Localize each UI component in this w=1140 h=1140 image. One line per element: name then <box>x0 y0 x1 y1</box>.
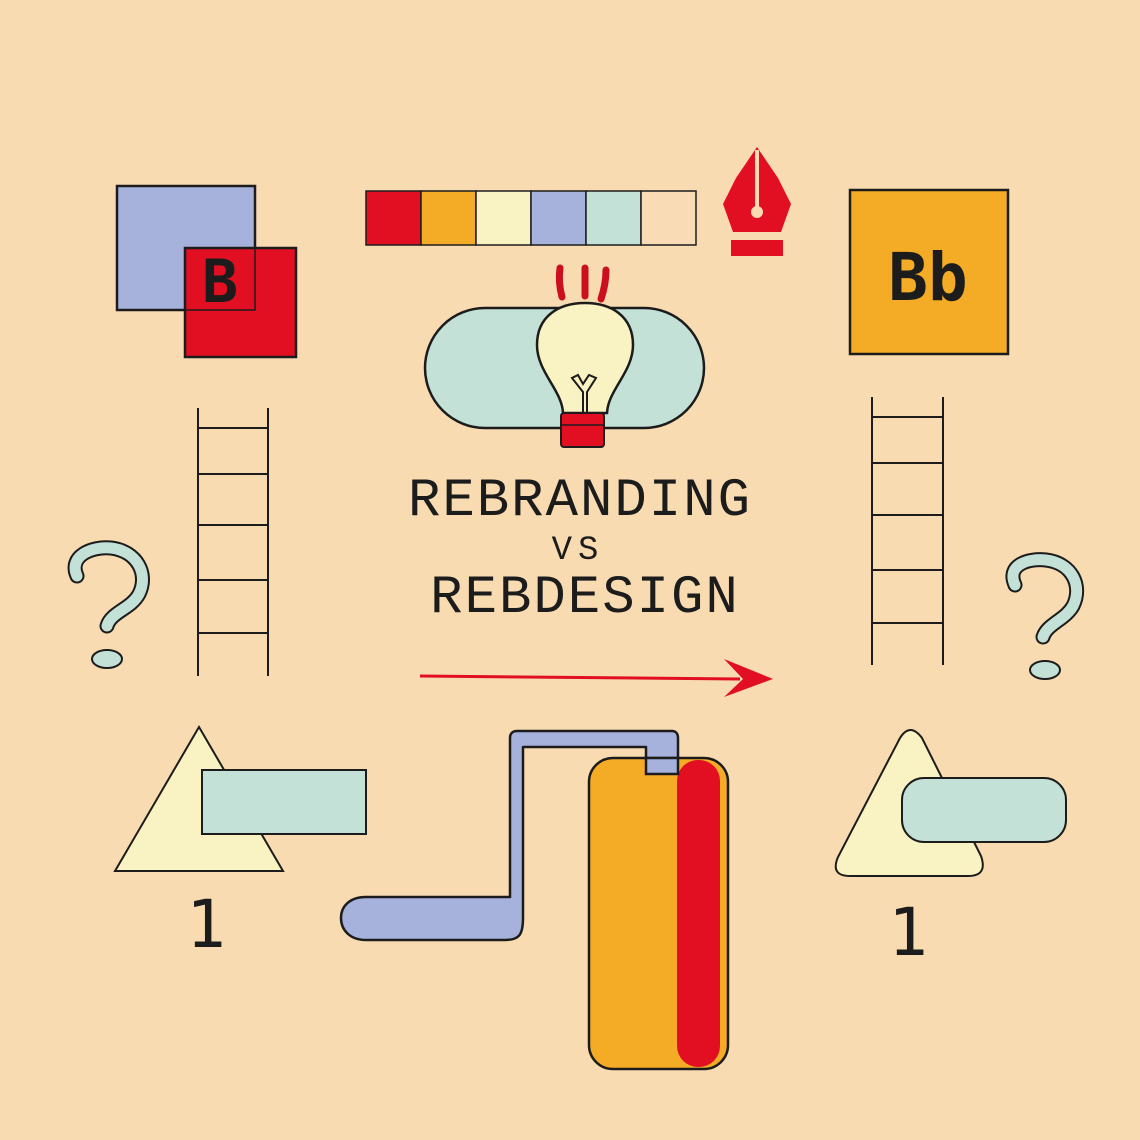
question-mark-icon <box>1005 552 1085 680</box>
idea-capsule <box>423 264 706 448</box>
new-shapes: 1 <box>834 729 1067 971</box>
arrow-right-icon <box>419 659 773 697</box>
old-logo-overlap-outline <box>184 247 256 311</box>
roller-stripe <box>677 760 720 1067</box>
new-logo-letters: Bb <box>888 239 967 316</box>
old-shapes: 1 <box>113 725 367 963</box>
old-logo-letter: B <box>202 247 238 317</box>
headline-line-3: REBDESIGN <box>430 568 740 629</box>
palette-swatch <box>585 190 642 246</box>
palette-swatch <box>530 190 587 246</box>
new-rounded-rectangle <box>901 777 1067 843</box>
new-logo-square <box>848 188 1010 356</box>
ladder-icon <box>871 397 944 665</box>
old-logo: B <box>115 184 298 359</box>
paint-roller-icon <box>339 729 730 1071</box>
new-logo: Bb <box>848 188 1010 356</box>
palette-swatch <box>365 190 422 246</box>
color-palette-strip <box>365 190 697 246</box>
old-logo-red-square <box>183 246 298 359</box>
headline-line-2: VS <box>552 532 605 570</box>
question-mark-icon <box>67 540 150 669</box>
light-bulb-icon <box>535 264 635 448</box>
old-shapes-number: 1 <box>186 886 226 963</box>
ladder-icon <box>197 408 269 676</box>
headline-line-1: REBRANDING <box>408 471 752 532</box>
palette-swatch <box>420 190 477 246</box>
pen-nib-icon <box>723 147 791 256</box>
old-rectangle <box>201 769 367 835</box>
palette-swatch <box>475 190 532 246</box>
new-shapes-number: 1 <box>888 894 928 971</box>
headline: REBRANDING VS REBDESIGN <box>408 471 752 629</box>
palette-swatch <box>640 190 697 246</box>
